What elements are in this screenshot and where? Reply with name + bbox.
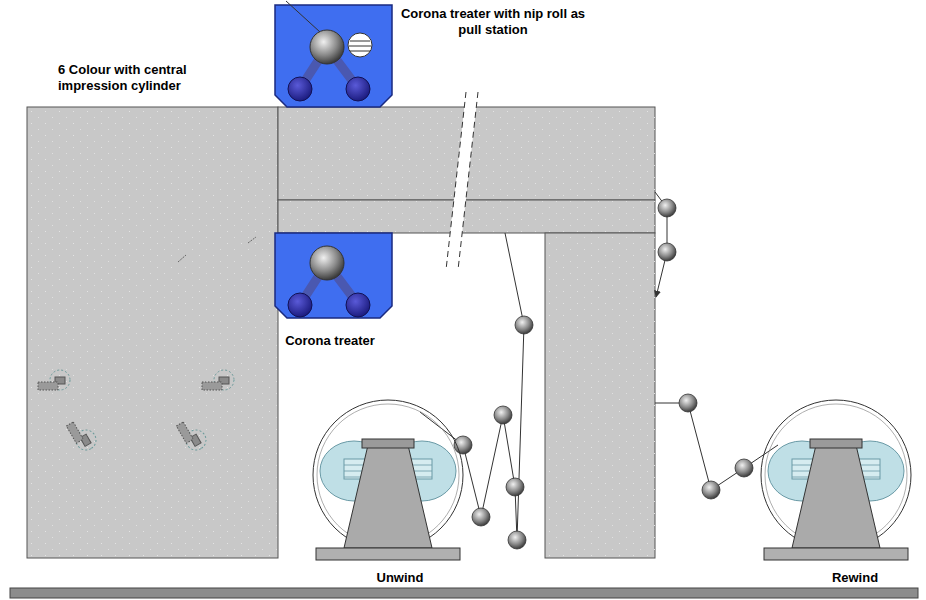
node-label: Corona treater with nip roll as pull sta…: [393, 6, 593, 38]
corona-treater-top: [275, 5, 392, 107]
web-roller: [454, 199, 753, 549]
print-tower: [27, 107, 278, 558]
corona-treater-box: Corona treater with nip roll as pull sta…: [275, 5, 392, 107]
ink-unit: [66, 416, 99, 454]
frame-column: [545, 233, 655, 558]
node-label: 6 Colour with central impression cylinde…: [58, 62, 258, 94]
ink-unit: [38, 370, 70, 390]
corona-treater-box: Corona treater: [275, 233, 392, 318]
unwind-label: Unwind: [377, 570, 424, 586]
unwind-reel: [313, 400, 463, 560]
ink-unit: [176, 416, 209, 454]
rewind-reel: [761, 400, 911, 560]
corona-treater-bottom: [275, 233, 392, 318]
node-label: Corona treater: [275, 333, 385, 349]
leader-line: [286, 1, 320, 32]
ink-unit: [202, 370, 234, 390]
floor: [10, 588, 918, 598]
web-path: [420, 192, 778, 540]
print-tower-box: 6 Colour with central impression cylinde…: [27, 107, 278, 558]
break-mark: [446, 92, 478, 270]
rewind-label: Rewind: [832, 570, 878, 586]
